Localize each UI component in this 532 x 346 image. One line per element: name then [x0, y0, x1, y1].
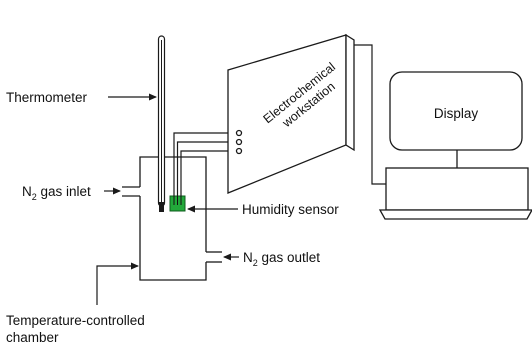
thermometer — [157, 35, 166, 212]
humidity-sensor — [169, 195, 186, 212]
workstation-terminal-1 — [235, 129, 243, 137]
thermometer-label: Thermometer — [6, 90, 88, 105]
sensor-wires — [173, 132, 236, 196]
electrochemical-workstation — [227, 33, 355, 194]
chamber-label-line2: chamber — [6, 330, 59, 345]
chamber-label-line1: Temperature-controlled — [6, 313, 145, 328]
computer-base-unit — [385, 167, 529, 211]
workstation-terminal-2 — [235, 138, 243, 146]
workstation-to-computer-cable — [354, 44, 386, 185]
chamber-arrow — [96, 262, 139, 305]
keyboard — [378, 209, 532, 220]
leader-lines — [96, 93, 239, 305]
display-screen — [389, 71, 523, 151]
workstation-terminal-3 — [235, 147, 243, 155]
display-label: Display — [434, 106, 479, 121]
humidity-sensor-label: Humidity sensor — [242, 202, 339, 217]
computer — [378, 71, 532, 220]
thermometer-bulb — [159, 202, 164, 212]
n2-gas-outlet-label: N2 gas outlet — [243, 250, 320, 268]
temperature-controlled-chamber — [122, 156, 222, 281]
workstation-side-face — [345, 33, 355, 152]
n2-gas-inlet-label: N2 gas inlet — [22, 184, 91, 202]
